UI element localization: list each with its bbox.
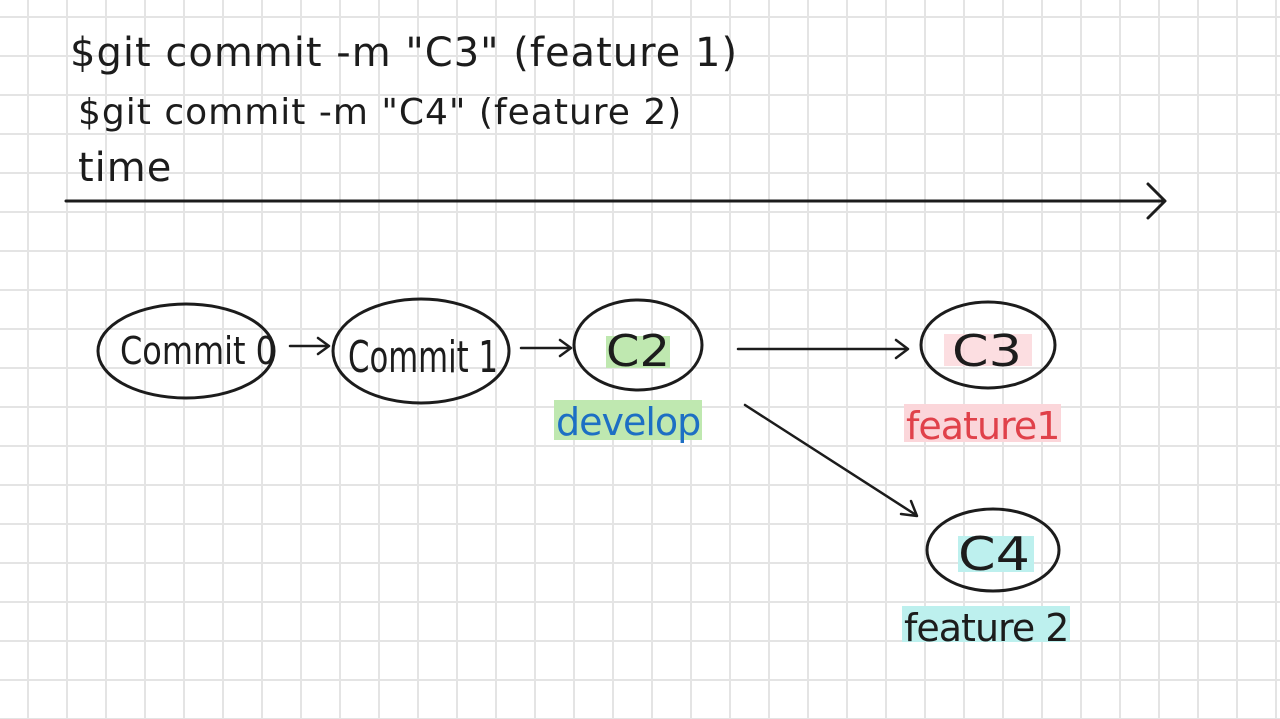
branch-label-feature2: feature 2 [902, 606, 1071, 650]
arrow-c2-to-c3 [736, 338, 910, 360]
commit-node-c4: C4 [925, 507, 1061, 593]
commit-node-0: Commit 0 [96, 302, 276, 400]
commit-1-label: Commit 1 [348, 332, 498, 383]
c2-highlight [606, 336, 670, 368]
git-command-c4: $git commit -m "C4" (feature 2) [78, 92, 683, 133]
arrow-c2-to-c4 [743, 403, 919, 518]
c4-label: C4 [958, 527, 1030, 581]
branch-label-feature1: feature1 [904, 404, 1062, 448]
arrow-commit1-to-c2 [519, 338, 573, 358]
c3-highlight [944, 334, 1032, 366]
commit-node-c2: C2 [572, 298, 704, 392]
c3-label: C3 [952, 326, 1022, 377]
time-axis-label: time [78, 145, 173, 191]
commit-node-1: Commit 1 [331, 297, 511, 405]
git-command-c3: $git commit -m "C3" (feature 1) [70, 30, 739, 76]
arrow-commit0-to-commit1 [288, 336, 331, 356]
branch-label-develop: develop [554, 400, 703, 444]
c4-highlight [958, 536, 1034, 572]
c2-label: C2 [606, 326, 670, 377]
commit-0-label: Commit 0 [120, 329, 276, 373]
commit-node-c3: C3 [919, 300, 1057, 390]
time-axis-arrow [64, 182, 1167, 220]
